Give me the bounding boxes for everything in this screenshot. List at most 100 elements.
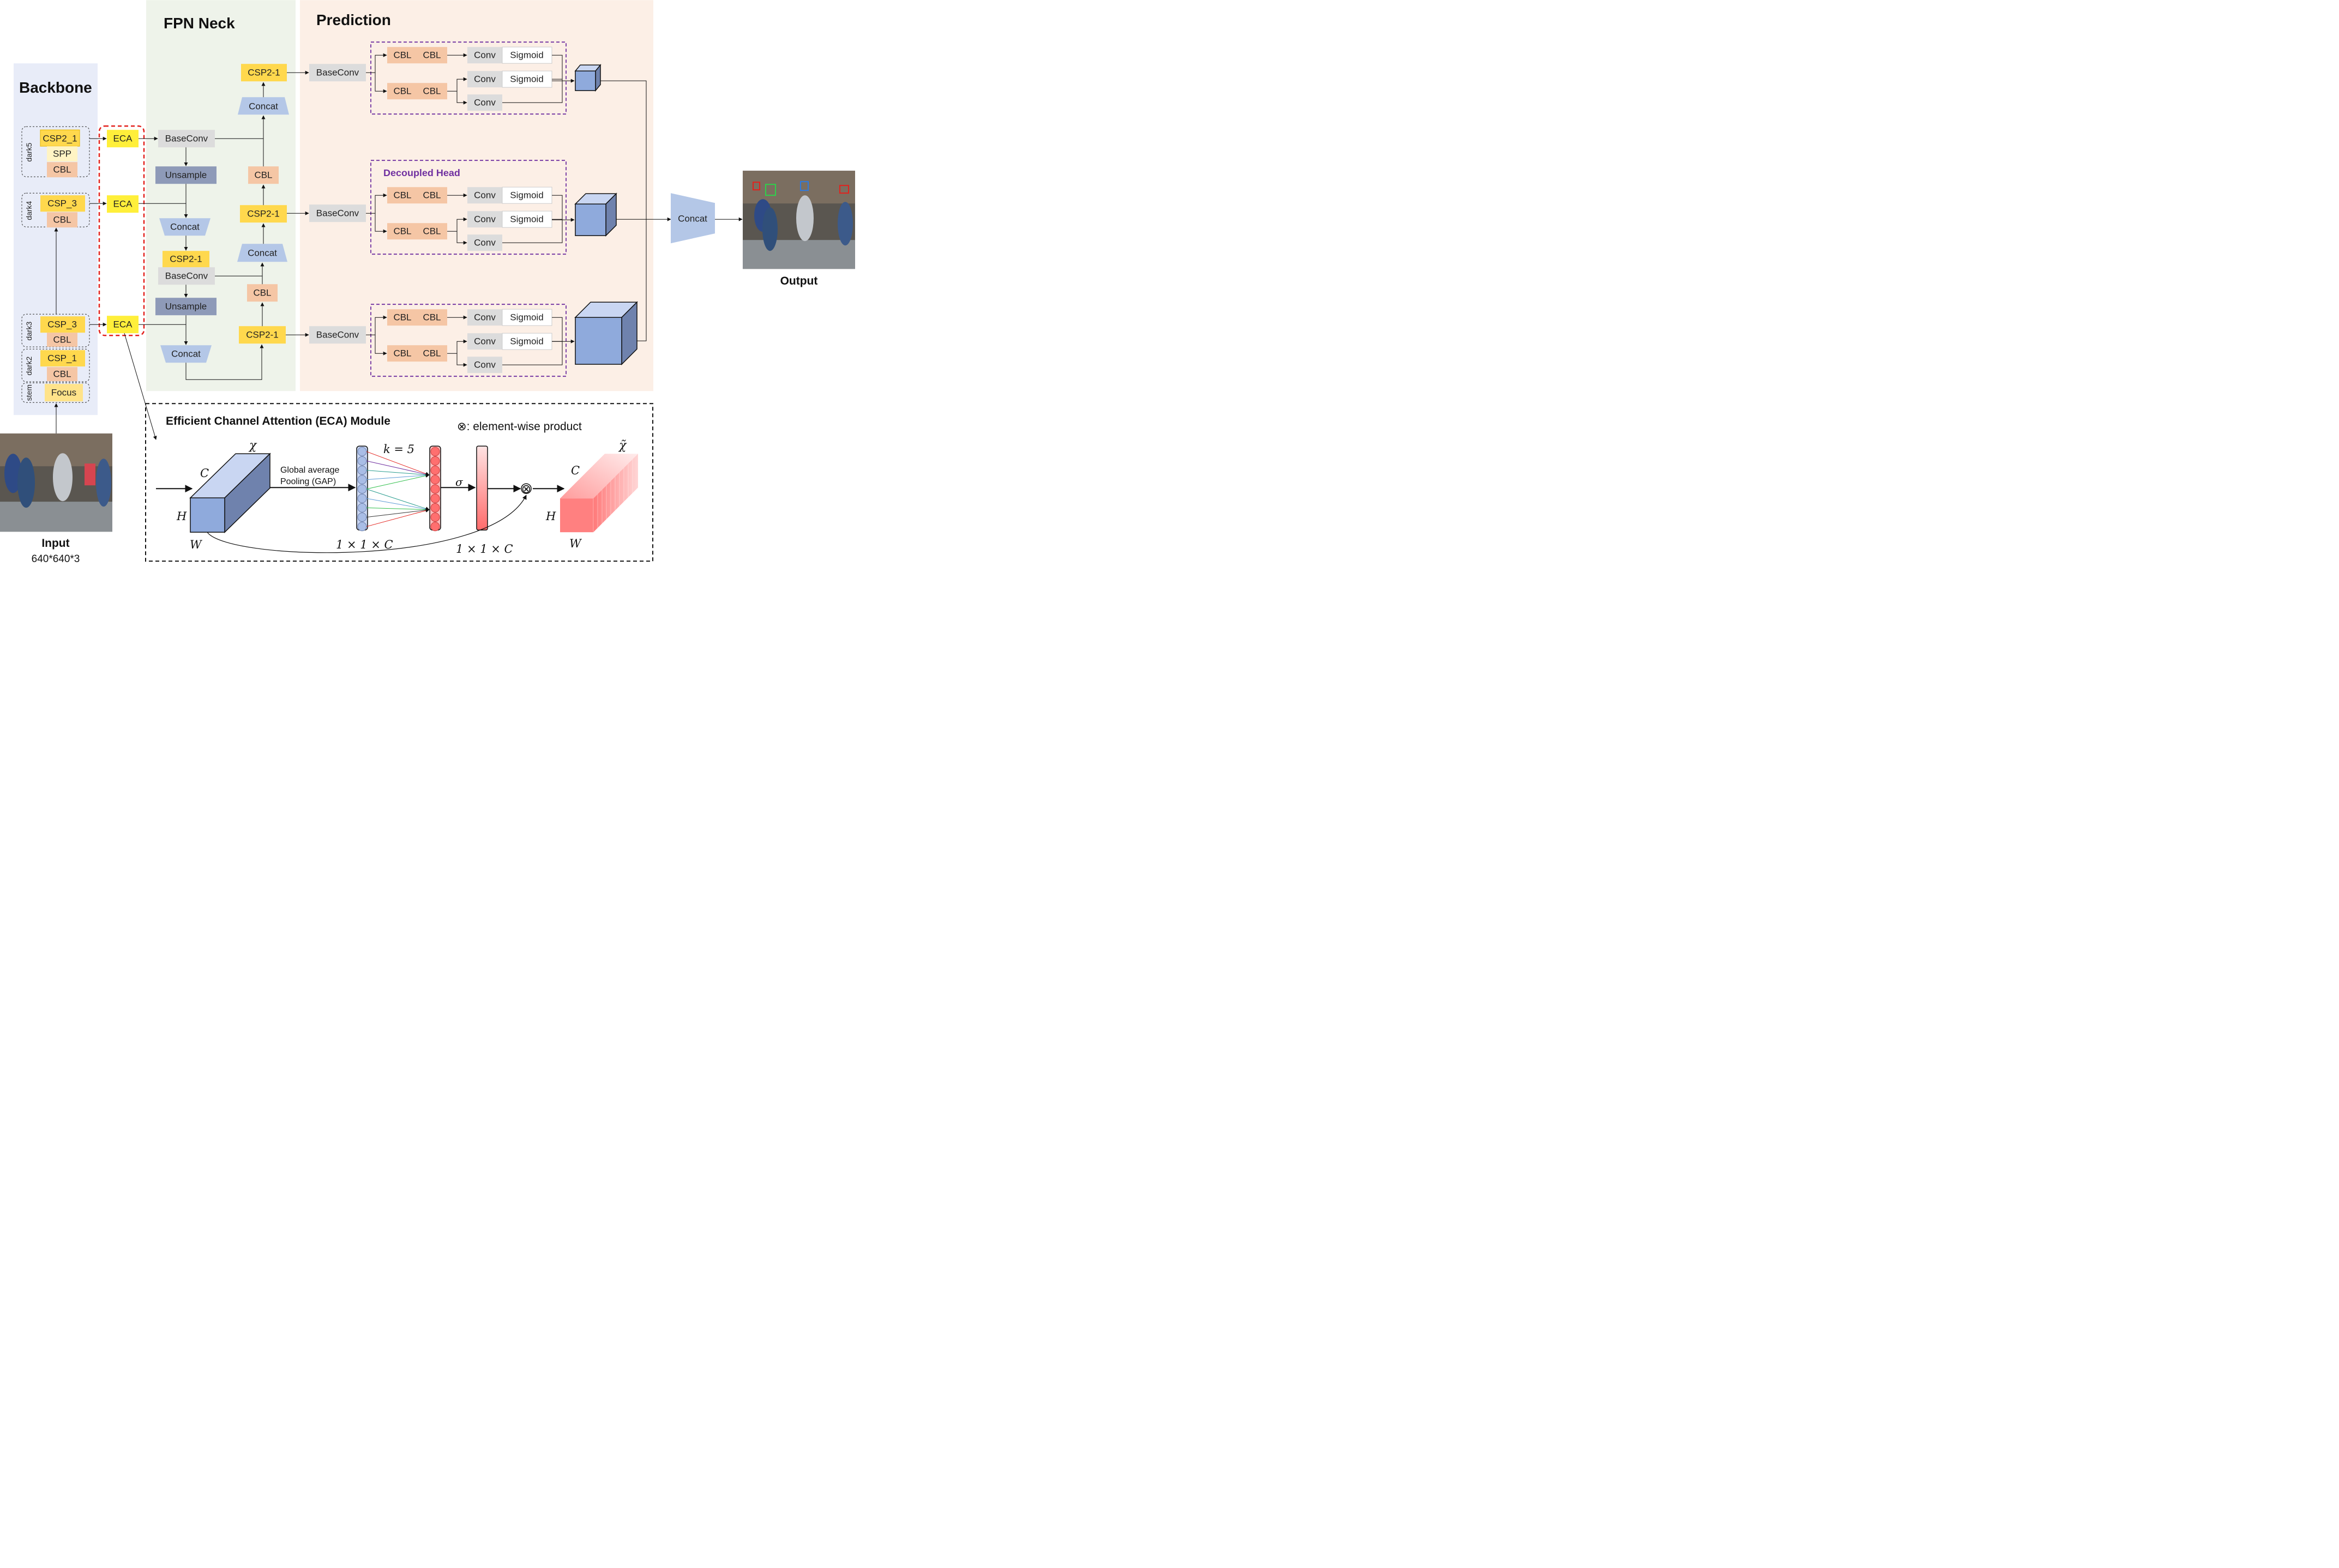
output-cube-medium: [574, 192, 617, 237]
head-baseconv-bottom: [309, 326, 366, 344]
output-title: Output: [780, 275, 818, 287]
head-frame-top: [370, 41, 567, 115]
dark3-cbl-block: [46, 333, 77, 347]
head-cbl-b-bottom-1: CBL: [423, 348, 441, 359]
neck-title: FPN Neck: [164, 15, 235, 32]
neck-baseconv-top: [158, 130, 215, 148]
neck-cbl-lower: [246, 284, 278, 302]
head-conv-bottom-cls: [467, 309, 502, 326]
conv-cell: [430, 522, 440, 532]
head-cbl-a-top-1: CBL: [393, 86, 411, 97]
sigma-label: σ: [455, 475, 464, 489]
head-sigmoid-label-bottom-obj: Sigmoid: [510, 336, 543, 347]
eca-block-dark4: [106, 195, 139, 213]
line-cube-large-concat: [636, 219, 647, 341]
head-conv-label-bottom-box: Conv: [474, 360, 496, 370]
gap-cell: [357, 484, 367, 494]
input-title: Input: [41, 537, 69, 550]
neck-unsample-2-label: Unsample: [165, 301, 207, 312]
tensor-x-tilde-c: C: [571, 464, 580, 477]
dark5-spp-label: SPP: [53, 149, 71, 159]
neck-unsample-1: [155, 166, 217, 184]
head-baseconv-label-top: BaseConv: [316, 68, 359, 78]
head-sigmoid-label-top-obj: Sigmoid: [510, 74, 543, 85]
input-image: [0, 433, 112, 532]
dark5-spp-block: [46, 146, 77, 162]
head-conv-label-bottom-cls: Conv: [474, 312, 496, 323]
conv-cell: [430, 484, 440, 494]
eca-block-dark5: [106, 130, 139, 148]
arrow-split-reg-top: [375, 73, 387, 93]
neck-csp-middle-right: [239, 205, 287, 223]
eca-frame: [98, 125, 145, 336]
neck-concat-4-label: Concat: [249, 101, 278, 112]
tensor-x-tilde-h: H: [545, 510, 556, 523]
dark4-csp-label: CSP_3: [47, 198, 77, 209]
neck-csp-middle-right-label: CSP2-1: [247, 209, 279, 219]
head-cbl-b-top-0: CBL: [423, 50, 441, 61]
head-baseconv-middle: [309, 204, 366, 222]
dark2-csp-label: CSP_1: [47, 353, 77, 364]
head-conv-label-top-obj: Conv: [474, 74, 496, 85]
eca-module-title: Efficient Channel Attention (ECA) Module: [166, 415, 390, 427]
architecture-diagram: Backbone FPN Neck Prediction dark5 dark4…: [0, 0, 855, 573]
head-cbl-a-middle-0: CBL: [393, 190, 411, 201]
stage-label-dark3: dark3: [25, 321, 33, 340]
neck-concat-2: [160, 345, 212, 363]
neck-csp-bottom-label: CSP2-1: [246, 330, 278, 340]
gap-label-line1: Global average: [280, 466, 340, 475]
arrow-split-reg-bottom: [375, 335, 387, 355]
arrow-cbl-conv-box-bottom: [456, 353, 467, 367]
tensor-x-tilde-chi: χ̃: [618, 439, 627, 453]
arrow-split-cls-top: [365, 53, 387, 73]
head-baseconv-top: [309, 64, 366, 82]
conv1d-line: [366, 473, 430, 480]
gap-cell: [357, 475, 367, 485]
stage-label-dark2: dark2: [25, 356, 33, 375]
neck-csp-top-label: CSP2-1: [248, 68, 280, 78]
gap-cell: [357, 466, 367, 475]
arrow-eca-to-module: [124, 333, 157, 440]
dark5-cbl-block: [46, 162, 77, 178]
head-cbl-a-top-0: CBL: [393, 50, 411, 61]
stage-label-dark4: dark4: [25, 201, 33, 220]
conv-cell: [430, 493, 440, 503]
tensor-x-tilde-w: W: [569, 537, 582, 550]
gap-cell: [357, 522, 367, 532]
head-cbl-a-bottom-0: CBL: [393, 312, 411, 323]
neck-baseconv-top-label: BaseConv: [165, 134, 208, 144]
head-frame-middle: [370, 160, 567, 255]
head-cbl-pair-top-1: [387, 83, 447, 100]
conv1d-line: [366, 508, 430, 518]
arrow-split-cls-bottom: [365, 315, 387, 335]
skip-connection-curve: [207, 494, 527, 553]
eca-label-dark3: ECA: [113, 319, 133, 330]
head-conv-middle-obj: [467, 211, 502, 228]
sigmoid-bar: [476, 445, 488, 530]
stage-label-dark5: dark5: [25, 142, 33, 161]
head-conv-middle-cls: [467, 187, 502, 204]
head-conv-top-obj: [467, 71, 502, 88]
neck-concat-1-label: Concat: [170, 222, 200, 232]
conv-vector-cells: [430, 447, 440, 532]
conv1d-line: [366, 498, 430, 511]
head-frame-bottom: [370, 304, 567, 377]
head-conv-middle-box: [467, 234, 502, 251]
dark5-cbl-label: CBL: [53, 165, 71, 175]
head-sigmoid-top-cls: [502, 46, 552, 64]
prediction-title: Prediction: [316, 11, 391, 28]
head-cbl-a-bottom-1: CBL: [393, 348, 411, 359]
conv-cell: [430, 512, 440, 522]
head-cbl-b-middle-0: CBL: [423, 190, 441, 201]
neck-baseconv-mid: [158, 267, 215, 285]
head-conv-label-middle-obj: Conv: [474, 214, 496, 225]
head-sigmoid-top-obj: [502, 70, 552, 88]
k-label: k = 5: [383, 443, 414, 456]
head-baseconv-label-middle: BaseConv: [316, 208, 359, 219]
gap-cell: [357, 512, 367, 522]
head-conv-bottom-box: [467, 357, 502, 373]
eca-block-dark3: [106, 316, 139, 334]
neck-concat-3: [237, 244, 287, 262]
conv1d-connections: [366, 451, 430, 527]
